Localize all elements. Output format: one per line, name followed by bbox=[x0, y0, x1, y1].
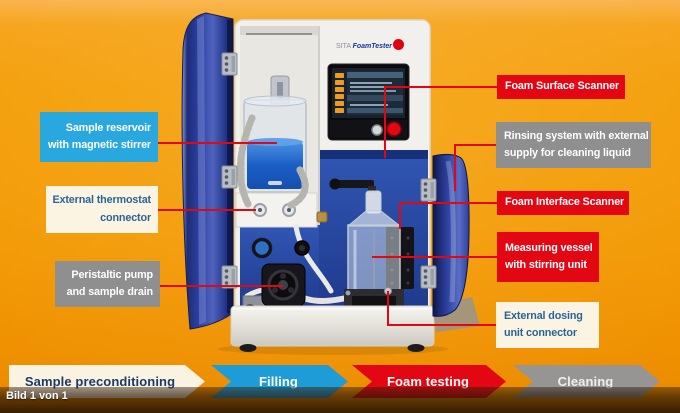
viewer-bottom-overlay bbox=[0, 387, 680, 413]
callout-line: Measuring vessel bbox=[505, 241, 593, 254]
brass-fitting bbox=[316, 211, 328, 223]
brand-maker: SITA bbox=[336, 43, 351, 50]
step-label: Cleaning bbox=[557, 374, 614, 389]
stop-button bbox=[386, 121, 402, 137]
foot bbox=[239, 344, 257, 352]
display-menu-buttons bbox=[335, 73, 344, 113]
pressure-gauge bbox=[251, 237, 273, 259]
callout-foam-surface-scanner: Foam Surface Scanner bbox=[497, 75, 625, 99]
svg-text:SITA FoamTester: SITA FoamTester bbox=[336, 43, 393, 50]
step-label: Filling bbox=[259, 374, 298, 389]
callout-line: unit connector bbox=[504, 327, 577, 339]
hinge bbox=[221, 52, 238, 76]
brand-logo: SITA FoamTester bbox=[336, 39, 404, 50]
corrugated-tubes bbox=[236, 114, 309, 209]
callout-line: Sample reservoir bbox=[65, 121, 151, 134]
callout-line: External thermostat bbox=[52, 194, 151, 207]
callout-sample-reservoir: Sample reservoir with magnetic stirrer bbox=[40, 112, 158, 162]
callout-foam-interface-scanner: Foam Interface Scanner bbox=[497, 191, 629, 215]
callout-line: External dosing bbox=[504, 309, 583, 322]
callout-line: supply for cleaning liquid bbox=[504, 147, 631, 159]
touchscreen bbox=[327, 63, 410, 141]
callout-line: Peristaltic pump bbox=[71, 268, 153, 281]
power-button bbox=[371, 124, 383, 136]
rinsing-nozzle bbox=[329, 178, 376, 193]
brand-dot bbox=[393, 39, 404, 50]
peristaltic-pump bbox=[242, 263, 306, 312]
magnetic-stirrer bbox=[268, 181, 282, 185]
right-door bbox=[432, 153, 480, 332]
callout-line: Rinsing system with external bbox=[504, 129, 649, 142]
callout-line: with stirring unit bbox=[505, 259, 587, 271]
sample-liquid bbox=[247, 142, 303, 189]
callout-peristaltic-pump: Peristaltic pump and sample drain bbox=[55, 261, 160, 307]
step-label: Sample preconditioning bbox=[24, 374, 176, 389]
foot bbox=[407, 344, 425, 352]
hinge bbox=[221, 165, 238, 189]
callout-line: Foam Surface Scanner bbox=[505, 80, 620, 93]
callout-measuring-vessel: Measuring vessel with stirring unit bbox=[497, 232, 599, 282]
device-base bbox=[230, 305, 435, 352]
step-label: Foam testing bbox=[386, 374, 470, 389]
callout-rinsing-system: Rinsing system with external supply for … bbox=[496, 122, 651, 168]
hinge bbox=[221, 265, 238, 289]
callout-line: and sample drain bbox=[66, 286, 154, 298]
viewer-status-text: Bild 1 von 1 bbox=[6, 390, 68, 402]
callout-line: connector bbox=[100, 211, 151, 224]
callout-external-thermostat: External thermostat connector bbox=[46, 186, 158, 233]
callout-line: Foam Interface Scanner bbox=[505, 196, 625, 209]
leader-lines bbox=[157, 86, 497, 326]
hinge bbox=[420, 265, 437, 289]
hinge bbox=[420, 178, 437, 202]
brand-product: FoamTester bbox=[353, 43, 394, 50]
callout-line: with magnetic stirrer bbox=[47, 139, 151, 151]
callout-external-dosing: External dosing unit connector bbox=[496, 302, 599, 348]
